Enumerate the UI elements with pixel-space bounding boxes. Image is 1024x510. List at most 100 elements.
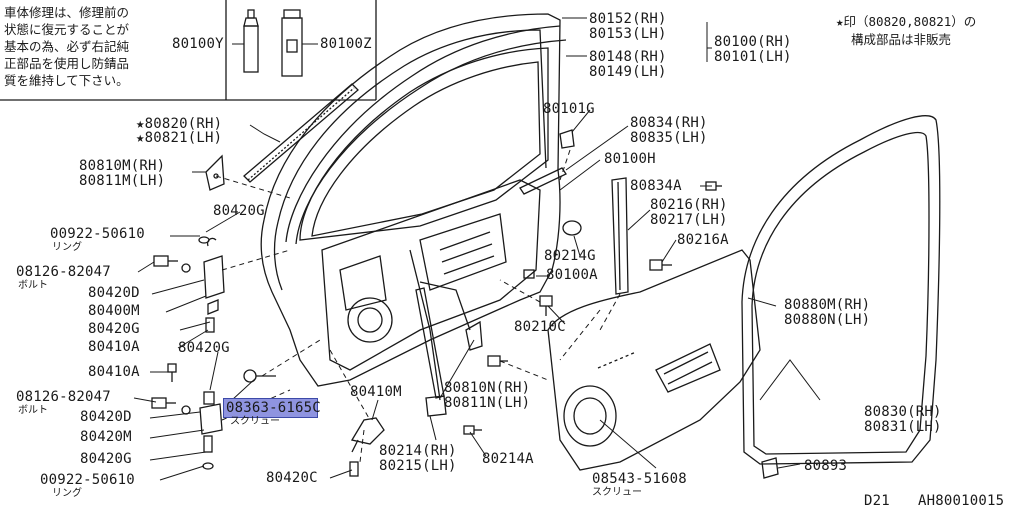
footer-model-code: D21 [864, 493, 890, 509]
label-80420d-upper: 80420D [88, 285, 140, 301]
label-80420g-mid: 80420G [88, 321, 140, 337]
check-link-80410m [349, 417, 385, 477]
belt-moulding-80820 [243, 83, 359, 183]
label-80821: ★80821(LH) [136, 130, 223, 146]
label-80100h: 80100H [604, 151, 656, 167]
label-80153: 80153(LH) [589, 26, 667, 42]
clip-80101g [559, 129, 575, 149]
label-80811n: 80811N(LH) [444, 395, 531, 411]
label-screw-08543: スクリュー [592, 487, 642, 498]
bolt-80216a [649, 259, 672, 271]
label-80214: 80214(RH) [379, 443, 457, 459]
label-08543: 08543-51608 [592, 471, 687, 487]
window-regulator [409, 249, 471, 401]
bolt-80214a [463, 425, 482, 435]
label-80100z: 80100Z [320, 36, 372, 52]
door-shell [260, 13, 561, 387]
label-bolt-lower: ボルト [18, 405, 48, 416]
weatherstrip-80148 [295, 39, 567, 245]
label-80214a: 80214A [482, 451, 534, 467]
label-80101g: 80101G [543, 101, 595, 117]
label-08126-upper: 08126-82047 [16, 264, 111, 280]
label-00922-upper: 00922-50610 [50, 226, 145, 242]
label-80215: 80215(LH) [379, 458, 457, 474]
bolt-80210c [539, 295, 553, 316]
door-trim-panel [547, 249, 761, 471]
label-80100y: 80100Y [172, 36, 224, 52]
note-box-border [0, 0, 377, 101]
label-80835: 80835(LH) [630, 130, 708, 146]
label-80152: 80152(RH) [589, 11, 667, 27]
screw-08363 [243, 369, 276, 383]
label-80100: 80100(RH) [714, 34, 792, 50]
pad-80100a [523, 269, 535, 279]
bracket-80214 [425, 395, 447, 417]
door-inner-panel [321, 179, 541, 371]
bolt-08126-lower [151, 397, 191, 415]
label-80149: 80149(LH) [589, 64, 667, 80]
door-shell-inner-line [273, 29, 547, 291]
label-80410a-upper: 80410A [88, 339, 140, 355]
label-80100a: 80100A [546, 267, 598, 283]
label-80420g-bottom: 80420G [80, 451, 132, 467]
bolt-08126-upper [153, 255, 191, 273]
label-ring-upper: リング [52, 242, 82, 253]
label-80880n: 80880N(LH) [784, 312, 871, 328]
label-08126-lower: 08126-82047 [16, 389, 111, 405]
bottle-80100y [243, 9, 259, 73]
label-80880m: 80880M(RH) [784, 297, 871, 313]
label-80420c: 80420C [266, 470, 318, 486]
label-80834: 80834(RH) [630, 115, 708, 131]
label-80216: 80216(RH) [650, 197, 728, 213]
label-80410m: 80410M [350, 384, 402, 400]
label-00922-lower: 00922-50610 [40, 472, 135, 488]
label-08363[interactable]: 08363-6165C [226, 400, 321, 416]
highlight-box-08363[interactable] [223, 398, 318, 418]
label-80820: ★80820(RH) [136, 116, 223, 132]
repair-note-line-5: 質を維持して下さい。 [4, 73, 129, 88]
division-channel-80216 [611, 177, 629, 295]
label-80148: 80148(RH) [589, 49, 667, 65]
repair-note-line-4: 正部品を使用し防錆品 [4, 56, 130, 71]
ring-00922-upper [198, 236, 210, 244]
label-80830: 80830(RH) [864, 404, 942, 420]
window-frame [299, 47, 549, 241]
label-80834a: 80834A [630, 178, 682, 194]
label-80811m: 80811M(LH) [79, 173, 166, 189]
door-weatherstrip-80830 [741, 115, 941, 465]
label-80420m: 80420M [80, 429, 132, 445]
weatherstrip-80152 [285, 25, 561, 243]
label-80210c: 80210C [514, 319, 566, 335]
inner-belt-80834 [519, 167, 567, 195]
label-80214g: 80214G [544, 248, 596, 264]
upper-hinge [203, 237, 225, 333]
screw-80410a [167, 363, 177, 382]
legend-line-2: 構成部品は非販売 [851, 32, 952, 47]
repair-note-line-2: 状態に復元することが [4, 22, 130, 37]
label-80420d-lower: 80420D [80, 409, 132, 425]
lower-hinge [199, 391, 223, 470]
bracket-80810n [465, 320, 483, 351]
label-80810m: 80810M(RH) [79, 158, 166, 174]
label-80101: 80101(LH) [714, 49, 792, 65]
label-80216a: 80216A [677, 232, 729, 248]
label-80893: 80893 [804, 458, 848, 474]
label-80831: 80831(LH) [864, 419, 942, 435]
label-screw-08363: スクリュー [230, 416, 280, 427]
repair-note-line-1: 車体修理は、修理前の [4, 5, 130, 20]
label-bolt-upper: ボルト [18, 280, 48, 291]
corner-piece-80810m [205, 154, 225, 191]
label-80400m: 80400M [88, 303, 140, 319]
label-80420g-top: 80420G [213, 203, 265, 219]
grommet-80214g [562, 220, 582, 236]
label-80810n: 80810N(RH) [444, 380, 531, 396]
can-80100z [281, 9, 303, 77]
legend-line-1: ★印（80820,80821）の [836, 14, 977, 29]
footer-figure-code: AH80010015 [918, 493, 1005, 509]
repair-note-line-3: 基本の為、必ず右記純 [4, 39, 130, 54]
label-80410a-lower: 80410A [88, 364, 140, 380]
bolt-80810n [487, 355, 508, 367]
label-ring-lower: リング [52, 488, 82, 499]
